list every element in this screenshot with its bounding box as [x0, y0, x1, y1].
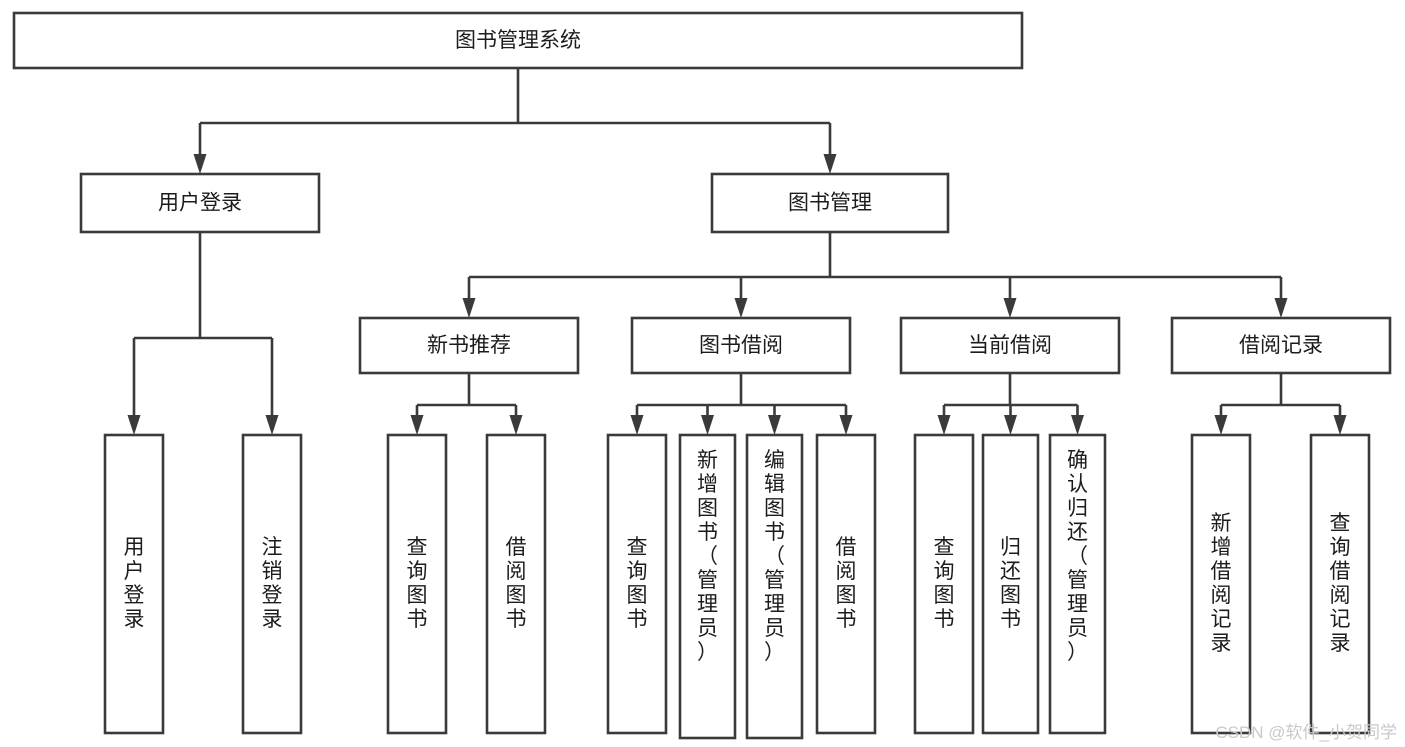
arrow-head-icon — [1214, 415, 1228, 435]
node-book-manage[interactable]: 图书管理 — [710, 172, 950, 234]
edge-group-borrow-record — [1214, 373, 1347, 435]
arrow-head-icon — [630, 415, 644, 435]
node-box-leaf-borrow-book-1 — [485, 433, 547, 735]
node-label-current-borrow: 当前借阅 — [968, 334, 1052, 357]
arrow-head-icon — [193, 154, 207, 174]
node-root[interactable]: 图书管理系统 — [12, 11, 1024, 70]
edge-group-new-book-recommend — [410, 373, 523, 435]
node-label-borrow-record: 借阅记录 — [1239, 334, 1323, 357]
arrow-head-icon — [823, 154, 837, 174]
node-borrow-record[interactable]: 借阅记录 — [1170, 316, 1392, 375]
node-label-leaf-edit-book: 编辑图书（管理员） — [764, 449, 785, 664]
node-leaf-confirm-return[interactable]: 确认归还（管理员） — [1048, 433, 1107, 735]
arrow-head-icon — [410, 415, 424, 435]
arrow-head-icon — [839, 415, 853, 435]
node-label-leaf-borrow-book-1: 借阅图书 — [506, 536, 527, 631]
node-label-leaf-query-book-1: 查询图书 — [407, 536, 428, 631]
arrow-head-icon — [1004, 415, 1017, 435]
node-box-leaf-query-record — [1309, 433, 1371, 735]
arrow-head-icon — [127, 415, 141, 435]
node-box-leaf-add-record — [1190, 433, 1252, 735]
arrow-head-icon — [265, 415, 279, 435]
node-box-current-borrow — [899, 316, 1121, 375]
csdn-watermark: CSDN @软件_小贺同学 — [1215, 723, 1397, 742]
arrow-head-icon — [509, 415, 523, 435]
node-label-leaf-query-book-2: 查询图书 — [627, 536, 648, 631]
node-box-root — [12, 11, 1024, 70]
node-box-leaf-user-login — [103, 433, 165, 735]
edge-group-root — [193, 68, 837, 174]
arrow-head-icon — [1333, 415, 1347, 435]
node-box-leaf-return-book — [981, 433, 1040, 735]
node-label-leaf-query-record: 查询借阅记录 — [1330, 512, 1351, 655]
arrow-head-icon — [734, 298, 748, 318]
node-box-book-manage — [710, 172, 950, 234]
node-label-leaf-borrow-book-2: 借阅图书 — [836, 536, 857, 631]
arrow-head-icon — [1071, 415, 1084, 435]
node-new-book-recommend[interactable]: 新书推荐 — [358, 316, 580, 375]
node-leaf-user-login[interactable]: 用户登录 — [103, 433, 165, 735]
node-leaf-add-book[interactable]: 新增图书（管理员） — [678, 433, 737, 740]
arrow-head-icon — [768, 415, 781, 435]
node-leaf-query-record[interactable]: 查询借阅记录 — [1309, 433, 1371, 735]
node-box-leaf-query-book-3 — [913, 433, 975, 735]
node-current-borrow[interactable]: 当前借阅 — [899, 316, 1121, 375]
node-label-user-login: 用户登录 — [158, 192, 242, 215]
node-leaf-query-book-2[interactable]: 查询图书 — [606, 433, 668, 735]
node-box-leaf-user-logout — [241, 433, 303, 735]
node-box-user-login — [79, 172, 321, 234]
node-box-book-borrow — [630, 316, 852, 375]
node-leaf-return-book[interactable]: 归还图书 — [981, 433, 1040, 735]
node-label-root: 图书管理系统 — [455, 29, 581, 52]
edge-group-user-login — [127, 232, 279, 435]
node-box-new-book-recommend — [358, 316, 580, 375]
node-box-leaf-query-book-1 — [386, 433, 448, 735]
connector-layer — [127, 68, 1347, 435]
node-box-leaf-add-book — [678, 433, 737, 740]
node-label-leaf-user-logout: 注销登录 — [262, 536, 283, 631]
node-box-leaf-query-book-2 — [606, 433, 668, 735]
node-leaf-edit-book[interactable]: 编辑图书（管理员） — [745, 433, 804, 740]
node-label-leaf-add-book: 新增图书（管理员） — [697, 449, 718, 664]
node-box-leaf-borrow-book-2 — [815, 433, 877, 735]
node-label-new-book-recommend: 新书推荐 — [427, 334, 511, 357]
node-user-login[interactable]: 用户登录 — [79, 172, 321, 234]
node-label-leaf-confirm-return: 确认归还（管理员） — [1067, 449, 1088, 664]
node-book-borrow[interactable]: 图书借阅 — [630, 316, 852, 375]
node-label-leaf-add-record: 新增借阅记录 — [1211, 512, 1232, 655]
arrow-head-icon — [1003, 298, 1017, 318]
arrow-head-icon — [701, 415, 714, 435]
node-box-leaf-edit-book — [745, 433, 804, 740]
node-box-borrow-record — [1170, 316, 1392, 375]
node-leaf-add-record[interactable]: 新增借阅记录 — [1190, 433, 1252, 735]
node-label-leaf-query-book-3: 查询图书 — [934, 536, 955, 631]
node-label-leaf-return-book: 归还图书 — [1000, 536, 1021, 631]
node-label-book-borrow: 图书借阅 — [699, 334, 783, 357]
edge-group-book-borrow — [630, 373, 853, 435]
node-label-book-manage: 图书管理 — [788, 192, 872, 215]
node-leaf-user-logout[interactable]: 注销登录 — [241, 433, 303, 735]
node-leaf-query-book-3[interactable]: 查询图书 — [913, 433, 975, 735]
arrow-head-icon — [937, 415, 951, 435]
edge-group-current-borrow — [937, 373, 1084, 435]
node-box-leaf-confirm-return — [1048, 433, 1107, 735]
node-leaf-borrow-book-2[interactable]: 借阅图书 — [815, 433, 877, 735]
node-label-leaf-user-login: 用户登录 — [124, 536, 145, 631]
edge-group-book-manage — [462, 232, 1288, 318]
node-leaf-query-book-1[interactable]: 查询图书 — [386, 433, 448, 735]
node-leaf-borrow-book-1[interactable]: 借阅图书 — [485, 433, 547, 735]
arrow-head-icon — [1274, 298, 1288, 318]
node-layer: 图书管理系统用户登录图书管理新书推荐图书借阅当前借阅借阅记录用户登录注销登录查询… — [12, 11, 1392, 740]
arrow-head-icon — [462, 298, 476, 318]
